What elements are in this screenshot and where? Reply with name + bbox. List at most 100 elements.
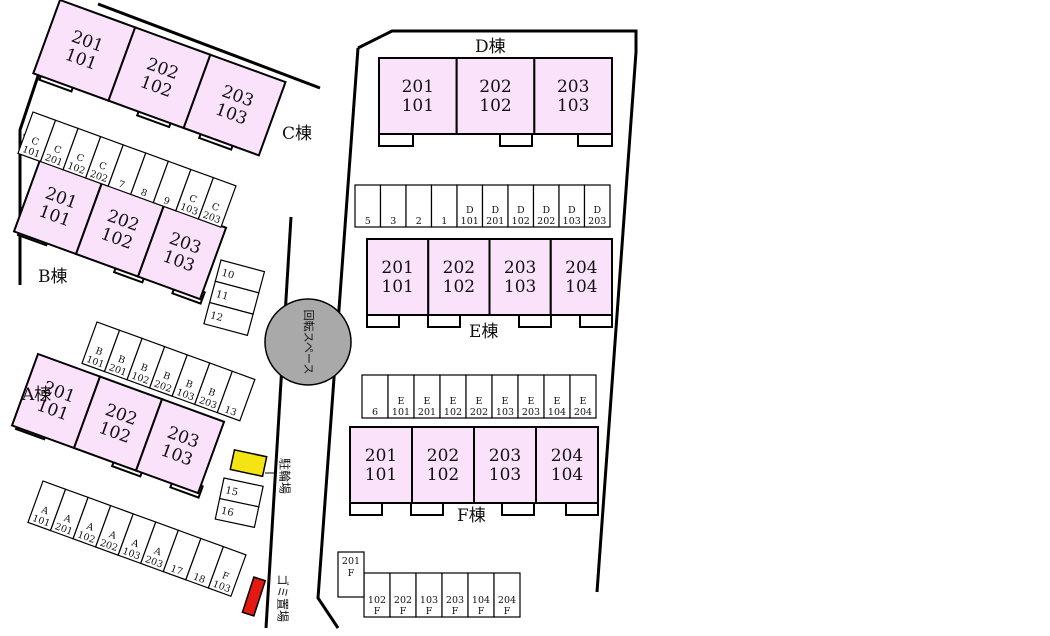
unit-box: [349, 426, 413, 504]
parking-space-outline: [387, 374, 415, 419]
parking-space-number: 16: [220, 506, 235, 519]
parking-space-prefix: 204: [498, 595, 516, 606]
parking-space-outline: [405, 184, 433, 228]
road-lines: [18, 2, 638, 629]
entrance-step: [501, 502, 535, 516]
unit-lower-number: 101: [381, 277, 413, 297]
unit-lower-number: 101: [365, 465, 397, 485]
parking-space-number: 2: [416, 216, 422, 227]
unit-box: [533, 57, 613, 135]
parking-space-prefix: B: [206, 387, 216, 400]
parking-space-number: F: [504, 606, 511, 617]
unit-lower-number: 103: [504, 277, 536, 297]
parking-space-number: 103: [563, 216, 581, 227]
parking-space-number: F: [426, 606, 433, 617]
unit-box: [411, 426, 475, 504]
parking-space-prefix: B: [184, 378, 194, 391]
road-line-2: [97, 2, 321, 90]
parking-space-outline: [389, 572, 417, 618]
parking-space-outline: [203, 301, 254, 337]
parking-space-number: 104: [548, 407, 566, 418]
parking-space-outline: [439, 374, 467, 419]
parking-space-outline: [361, 374, 389, 419]
parking-space-prefix: C: [75, 152, 86, 165]
road-line-4: [264, 216, 293, 629]
entrance-step: [499, 133, 533, 147]
bicycle-parking: [229, 449, 268, 478]
parking-space-number: 7: [117, 179, 126, 191]
building-a-label: A棟: [21, 385, 51, 405]
unit-box: [134, 397, 226, 495]
unit-box: [378, 57, 458, 135]
unit-upper-number: 204: [551, 446, 583, 466]
parking-space-prefix: E: [424, 396, 431, 407]
unit-upper-number: 203: [557, 77, 589, 97]
parking-space-number: 102: [444, 407, 462, 418]
parking-space-prefix: D: [466, 205, 474, 216]
parking-space-prefix: D: [593, 205, 601, 216]
parking-space-number: 202: [537, 216, 555, 227]
building-b-label: B棟: [38, 267, 68, 287]
parking-space-outline: [543, 374, 571, 419]
parking-space-number: 9: [162, 195, 171, 207]
parking-space-prefix: F: [220, 570, 230, 583]
entrance-step: [349, 502, 383, 516]
parking-space-outline: [583, 184, 611, 228]
parking-space-number: 17: [169, 563, 184, 577]
turnaround-space: [264, 298, 352, 386]
parking-space-prefix: C: [187, 193, 198, 206]
unit-box: [182, 53, 287, 157]
parking-space: 2: [405, 184, 433, 228]
parking-space-prefix: E: [528, 396, 535, 407]
parking-space-prefix: C: [210, 201, 221, 214]
unit-upper-number: 202: [443, 258, 475, 278]
parking-space: 1: [430, 184, 458, 228]
parking-space-outline: [481, 184, 509, 228]
entrance-step: [518, 314, 552, 328]
parking-space-prefix: D: [568, 205, 576, 216]
parking-space-outline: [354, 184, 382, 228]
parking-space-outline: [197, 176, 237, 228]
parking-space-prefix: E: [502, 396, 509, 407]
parking-space-outline: [363, 572, 391, 618]
unit-lower-number: 104: [551, 465, 583, 485]
parking-space: 6: [361, 374, 389, 419]
unit-box: [455, 57, 536, 135]
parking-space-prefix: 103: [420, 595, 438, 606]
parking-space-number: 101: [461, 216, 479, 227]
entrance-step: [410, 502, 444, 516]
garbage-label: ゴミ置場: [276, 574, 291, 622]
parking-space-outline: [493, 572, 521, 618]
parking-space-outline: [379, 184, 407, 228]
parking-space-outline: [207, 545, 247, 597]
unit-upper-number: 202: [479, 77, 511, 97]
parking-space-number: F: [400, 606, 407, 617]
unit-box: [535, 426, 599, 504]
unit-lower-number: 104: [565, 277, 597, 297]
